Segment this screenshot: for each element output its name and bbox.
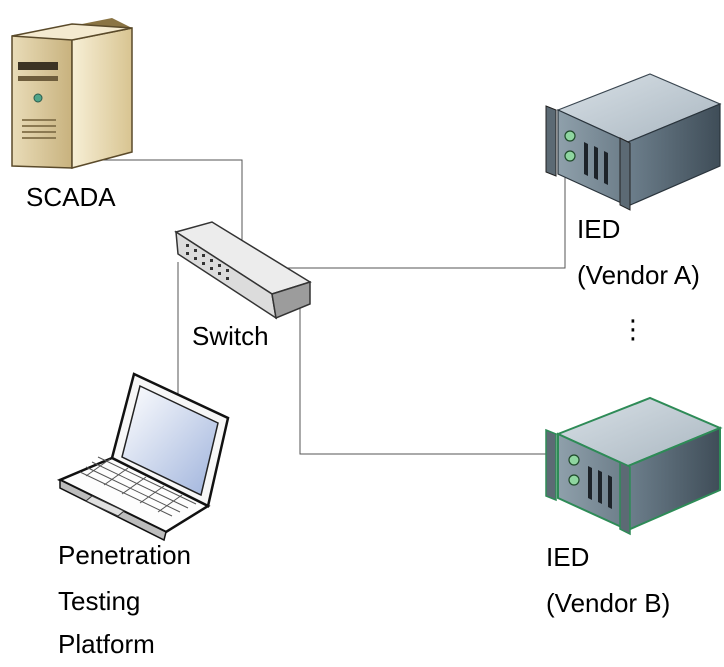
ied-b-label-line1: IED xyxy=(546,542,590,572)
rack-server-icon-vendor-b xyxy=(545,396,723,536)
switch-label: Switch xyxy=(192,321,269,351)
ied-b-label-line2: (Vendor B) xyxy=(546,588,671,618)
scada-label: SCADA xyxy=(26,182,116,212)
network-switch-icon xyxy=(174,221,312,320)
pentest-label-line1: Penetration xyxy=(58,540,191,570)
ied-a-label-line1: IED xyxy=(577,214,621,244)
link-switch-ied-b xyxy=(299,300,548,455)
rack-server-icon-vendor-a xyxy=(545,73,722,211)
ied-a-label-line2: (Vendor A) xyxy=(577,260,700,290)
laptop-icon xyxy=(56,372,230,542)
ellipsis: ⋮ xyxy=(620,314,646,344)
link-switch-ied-a xyxy=(282,150,566,269)
pentest-label-line3: Platform xyxy=(58,629,155,659)
link-scada-switch xyxy=(70,159,243,272)
server-tower-icon xyxy=(11,18,133,169)
connection-lines xyxy=(70,150,566,455)
pentest-label-line2: Testing xyxy=(58,586,141,616)
